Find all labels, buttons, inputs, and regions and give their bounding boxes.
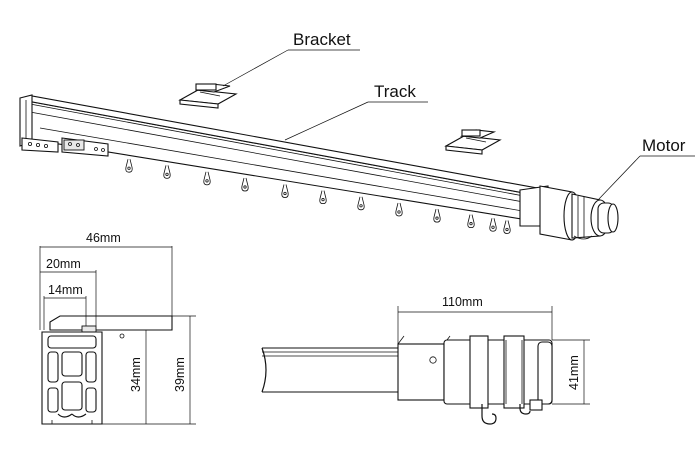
dim-20mm: 20mm <box>46 257 81 271</box>
runner-hook-eye <box>205 179 209 183</box>
runner-hook-eye <box>469 222 473 226</box>
runner-hook-eye <box>127 166 131 170</box>
track-label: Track <box>374 82 416 101</box>
runner-hook <box>319 190 327 205</box>
runner-hook <box>125 159 133 173</box>
dim-41mm: 41mm <box>567 355 581 390</box>
profile-dim-46: 46mm <box>39 231 173 330</box>
motor-callout: Motor <box>597 136 695 201</box>
runner-hook-eye <box>321 198 325 202</box>
runner-hook-eye <box>491 225 495 229</box>
profile-dim-39: 39mm <box>150 315 196 425</box>
profile-section <box>41 315 173 425</box>
runner-hook <box>163 165 171 179</box>
bracket-callout: Bracket <box>222 30 360 87</box>
motor-dim-110: 110mm <box>397 295 553 344</box>
bracket-label: Bracket <box>293 30 351 49</box>
dim-110mm: 110mm <box>442 295 483 309</box>
runner-hook <box>395 202 403 217</box>
track-rail <box>19 94 550 223</box>
dim-34mm: 34mm <box>129 357 143 392</box>
runner-hook <box>489 218 497 232</box>
runner-hook <box>357 196 365 211</box>
runner-hook <box>433 209 441 223</box>
runner-hook-eye <box>505 227 509 232</box>
runner-hook <box>203 171 211 186</box>
runner-hooks <box>125 159 511 234</box>
runner-hook-eye <box>283 191 287 196</box>
motor-side-view <box>261 335 553 425</box>
runner-hook <box>241 177 249 192</box>
dim-46mm: 46mm <box>86 231 121 245</box>
motor-label: Motor <box>642 136 686 155</box>
runner-hook <box>503 220 511 234</box>
profile-dim-34: 34mm <box>102 329 150 425</box>
dim-14mm: 14mm <box>48 283 83 297</box>
track-callout: Track <box>284 82 428 141</box>
runner-hook-eye <box>165 172 169 176</box>
runner-hook-eye <box>243 185 247 189</box>
runner-hook-eye <box>397 210 401 214</box>
motor-dim-41: 41mm <box>552 339 590 405</box>
profile-dim-20: 20mm <box>40 257 97 326</box>
motor-unit <box>519 185 619 241</box>
end-bracket <box>21 137 109 157</box>
runner-hook <box>467 214 475 229</box>
bracket-right <box>444 129 502 155</box>
bracket-left <box>178 83 238 109</box>
runner-hook-eye <box>359 204 363 208</box>
runner-hook <box>281 184 289 198</box>
dim-39mm: 39mm <box>173 357 187 392</box>
profile-dim-14: 14mm <box>43 283 87 330</box>
runner-hook-eye <box>435 216 439 220</box>
